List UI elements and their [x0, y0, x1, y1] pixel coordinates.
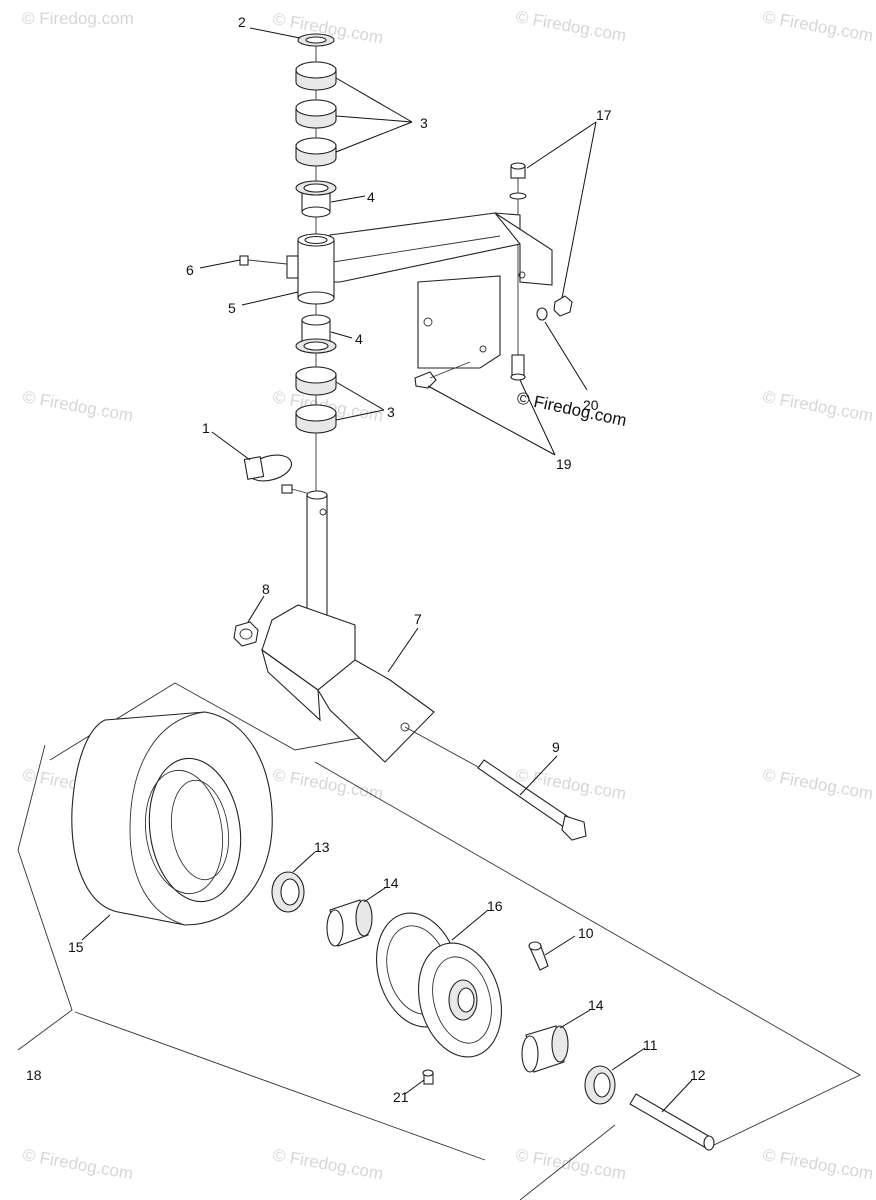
watermark: © Firedog.com	[761, 765, 874, 803]
watermark: © Firedog.com	[514, 7, 627, 45]
watermark: © Firedog.com	[514, 1145, 627, 1183]
callout-5: 5	[228, 300, 236, 316]
grease-fitting-wheel	[422, 1069, 434, 1085]
callout-14-right: 14	[588, 997, 604, 1013]
bushing-top	[295, 180, 337, 218]
callout-8: 8	[262, 581, 270, 597]
bracket-hardware	[414, 162, 573, 389]
callout-7: 7	[414, 611, 422, 627]
callout-21: 21	[393, 1089, 409, 1105]
nut-fork	[233, 621, 259, 647]
callout-2: 2	[238, 14, 246, 30]
grease-fitting	[239, 255, 288, 266]
callout-17: 15	[68, 939, 84, 955]
washer-top	[297, 33, 335, 47]
callout-4-bottom: 4	[355, 331, 363, 347]
spacers-top	[295, 61, 337, 167]
callout-3-bottom: 3	[387, 404, 395, 420]
watermark: © Firedog.com	[761, 7, 874, 45]
callout-13: 13	[314, 839, 330, 855]
watermark: © Firedog.com	[271, 765, 384, 803]
watermark: © Firedog.com	[761, 387, 874, 425]
bearing-right	[521, 1025, 569, 1073]
callout-3-top: 3	[420, 115, 428, 131]
callout-10: 12	[690, 1067, 706, 1083]
pivot-arm	[286, 212, 553, 369]
firedog-watermark: © Firedog.com	[515, 388, 628, 430]
watermark-main: © Firedog.com	[515, 388, 628, 430]
callout-15: 17	[596, 107, 612, 123]
watermark: © Firedog.com	[21, 1145, 134, 1183]
callout-9: 9	[552, 739, 560, 755]
callout-6: 6	[186, 262, 194, 278]
callout-20: 20	[583, 397, 599, 413]
callout-1: 1	[202, 420, 210, 436]
callouts: 2 3 4 6 5 4 3 1 8 7 9 17 20 19 13 14 16 …	[26, 14, 706, 1105]
leader-lines	[81, 27, 693, 1113]
callout-12: 11	[643, 1037, 658, 1053]
axle-bolt	[404, 726, 587, 841]
tire	[71, 711, 273, 926]
valve-stem	[528, 941, 549, 971]
callout-16: 16	[487, 898, 503, 914]
watermark: © Firedog.com	[22, 9, 134, 28]
bushing-bottom	[295, 314, 337, 354]
callout-4-top: 4	[367, 189, 375, 205]
seal-left	[271, 871, 305, 913]
callout-19: 19	[556, 456, 572, 472]
spacers-bottom	[295, 366, 337, 434]
watermark: © Firedog.com	[21, 387, 134, 425]
callout-11: 10	[578, 925, 594, 941]
callout-18: 18	[26, 1067, 42, 1083]
seal-right	[584, 1065, 616, 1105]
lynch-pin	[243, 454, 311, 495]
spacer-tube	[629, 1093, 715, 1151]
rim	[375, 912, 503, 1058]
caster-fork	[261, 490, 435, 763]
watermark: © Firedog.com	[271, 1145, 384, 1183]
callout-14-left: 14	[383, 875, 399, 891]
watermark: © Firedog.com	[761, 1145, 874, 1183]
bearing-left	[326, 899, 373, 947]
